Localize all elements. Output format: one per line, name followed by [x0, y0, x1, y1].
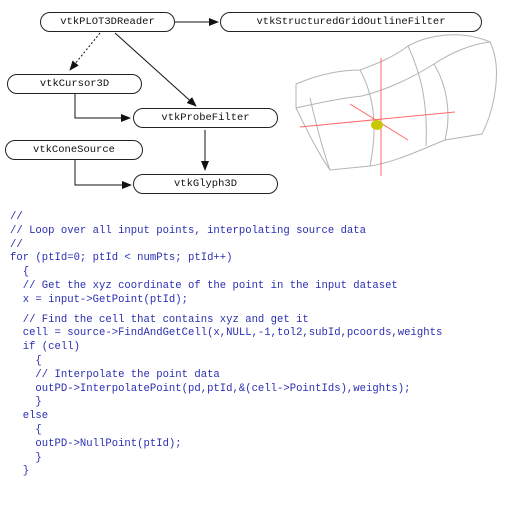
node-vtk-structured-grid-outline-filter: vtkStructuredGridOutlineFilter	[220, 12, 482, 32]
pipeline-diagram: vtkPLOT3DReader vtkStructuredGridOutline…	[0, 0, 520, 200]
node-vtk-probe-filter: vtkProbeFilter	[133, 108, 278, 128]
code-line: }	[10, 465, 30, 478]
code-line: // Find the cell that contains xyz and g…	[10, 313, 309, 326]
node-vtk-cursor3d: vtkCursor3D	[7, 74, 142, 94]
edge-reader-to-cursor-dotted	[69, 32, 101, 71]
code-line: //	[10, 211, 23, 223]
edge-reader-to-probe	[114, 32, 197, 107]
code-line: for (ptId=0; ptId < numPts; ptId++)	[10, 252, 233, 265]
edge-cone-to-glyph	[74, 160, 132, 189]
code-line: // Get the xyz coordinate of the point i…	[10, 279, 398, 292]
code-line: // Loop over all input points, interpola…	[10, 224, 367, 237]
code-line: x = input->GetPoint(ptId);	[10, 293, 189, 306]
render-preview	[295, 34, 497, 176]
node-vtk-plot3d-reader: vtkPLOT3DReader	[40, 12, 175, 32]
code-line: }	[10, 396, 42, 409]
code-line: else	[10, 410, 49, 423]
code-line: outPD->InterpolatePoint(pd,ptId,&(cell->…	[10, 382, 411, 395]
cone-glyph	[371, 120, 383, 130]
pipeline-connections	[69, 18, 497, 189]
code-line: {	[10, 266, 30, 279]
code-line: {	[10, 423, 42, 436]
node-vtk-glyph3d: vtkGlyph3D	[133, 174, 278, 194]
cursor-axis-horizontal	[299, 111, 456, 128]
code-listing: //// Loop over all input points, interpo…	[10, 211, 515, 479]
code-line: outPD->NullPoint(ptId);	[10, 437, 182, 450]
code-line: {	[10, 354, 42, 367]
code-line: }	[10, 451, 42, 464]
code-line: cell = source->FindAndGetCell(x,NULL,-1,…	[10, 327, 443, 340]
code-line: if (cell)	[10, 341, 80, 354]
code-line: //	[10, 238, 23, 251]
node-vtk-cone-source: vtkConeSource	[5, 140, 143, 160]
edge-cursor-to-probe	[74, 94, 131, 122]
code-line: // Interpolate the point data	[10, 368, 220, 381]
